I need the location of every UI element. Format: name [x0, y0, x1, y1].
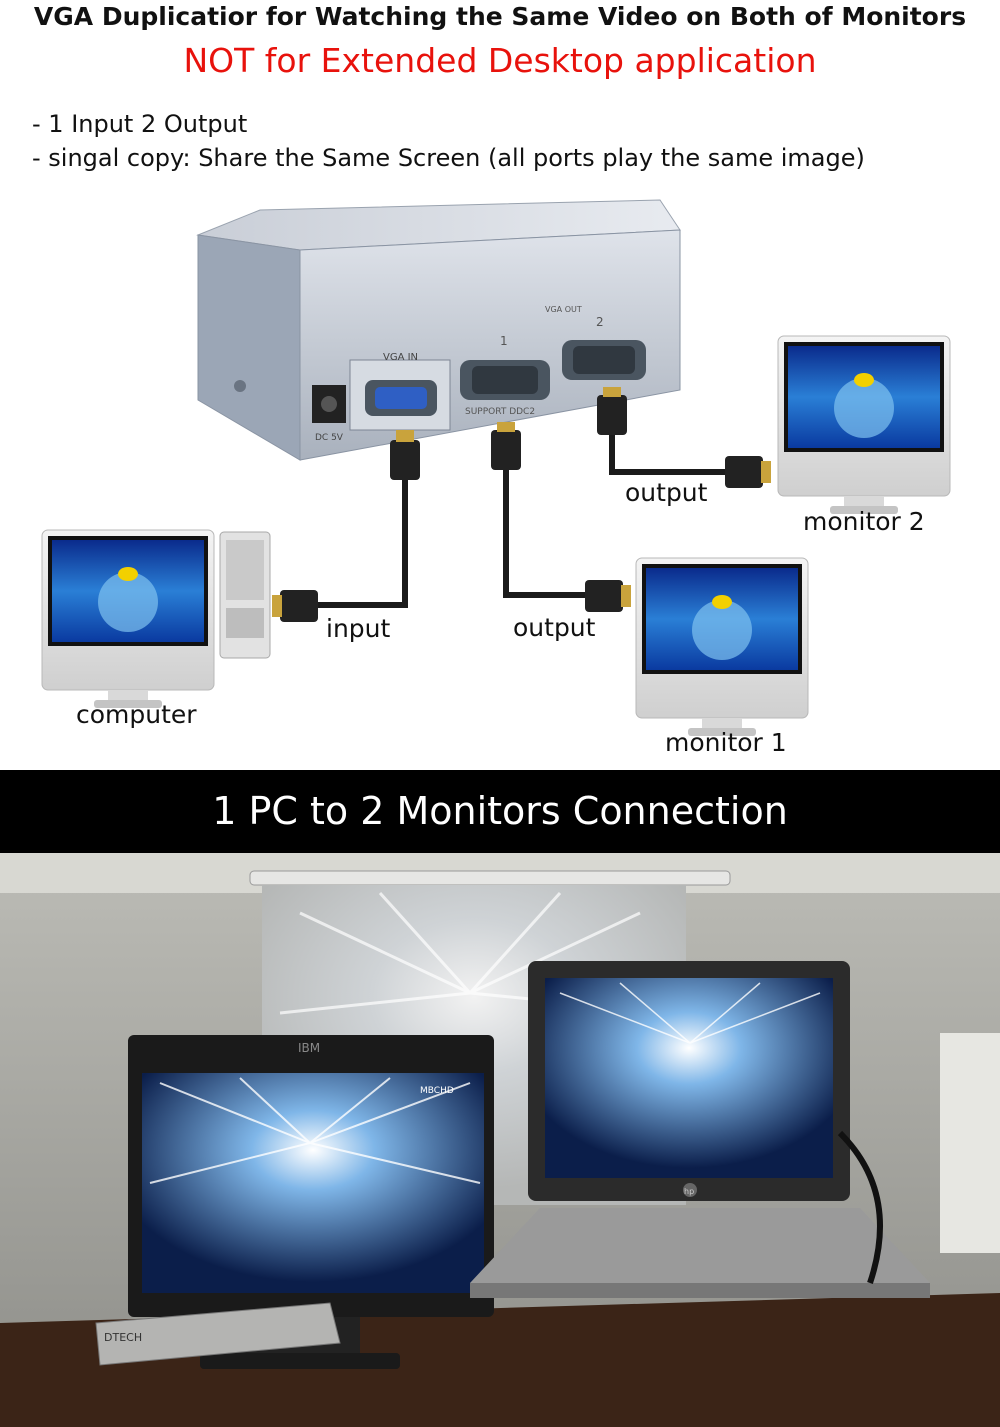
input-cable — [315, 470, 408, 608]
output-label-1: output — [513, 613, 596, 642]
feature-item: - singal copy: Share the Same Screen (al… — [32, 144, 865, 172]
computer-tower — [219, 531, 271, 659]
computer-label: computer — [76, 700, 197, 729]
ibm-monitor: IBM MBCHD — [128, 1035, 494, 1369]
feature-item: - 1 Input 2 Output — [32, 110, 248, 138]
connection-diagram: DC 5V VGA IN 1 SUPPORT DDC2 2 VGA OUT — [41, 199, 951, 757]
port-1-label: 1 — [500, 334, 508, 348]
support-label: SUPPORT DDC2 — [465, 407, 535, 417]
banner-title: 1 PC to 2 Monitors Connection — [212, 789, 788, 833]
hp-laptop: hp — [470, 961, 930, 1298]
vga-out-label: VGA OUT — [545, 305, 582, 314]
channel-logo: MBCHD — [420, 1086, 454, 1096]
monitor-2 — [777, 335, 951, 515]
output-2-cable — [609, 430, 740, 475]
monitor-brand: IBM — [298, 1041, 320, 1055]
vga-in-label: VGA IN — [383, 352, 418, 363]
output-label-2: output — [625, 478, 708, 507]
dc-label: DC 5V — [315, 433, 344, 443]
page-title: VGA Duplicatior for Watching the Same Vi… — [33, 2, 967, 31]
monitor-2-label: monitor 2 — [803, 507, 925, 536]
vga-cables — [315, 430, 740, 608]
warning-subtitle: NOT for Extended Desktop application — [183, 41, 817, 80]
section-banner: 1 PC to 2 Monitors Connection — [0, 770, 1000, 853]
monitor-1 — [635, 557, 809, 737]
output-1-cable — [503, 460, 600, 598]
box-brand: DTECH — [104, 1331, 142, 1344]
monitor-1-label: monitor 1 — [665, 728, 787, 757]
vga-splitter-device: DC 5V VGA IN 1 SUPPORT DDC2 2 VGA OUT — [196, 199, 681, 461]
laptop-logo: hp — [684, 1187, 694, 1196]
dtech-splitter: DTECH — [95, 1302, 341, 1366]
demo-photo: IBM MBCHD hp DTECH — [0, 853, 1000, 1427]
input-label: input — [326, 614, 391, 643]
port-2-label: 2 — [596, 315, 604, 329]
computer-monitor — [41, 529, 215, 709]
vga-connectors — [272, 387, 771, 622]
